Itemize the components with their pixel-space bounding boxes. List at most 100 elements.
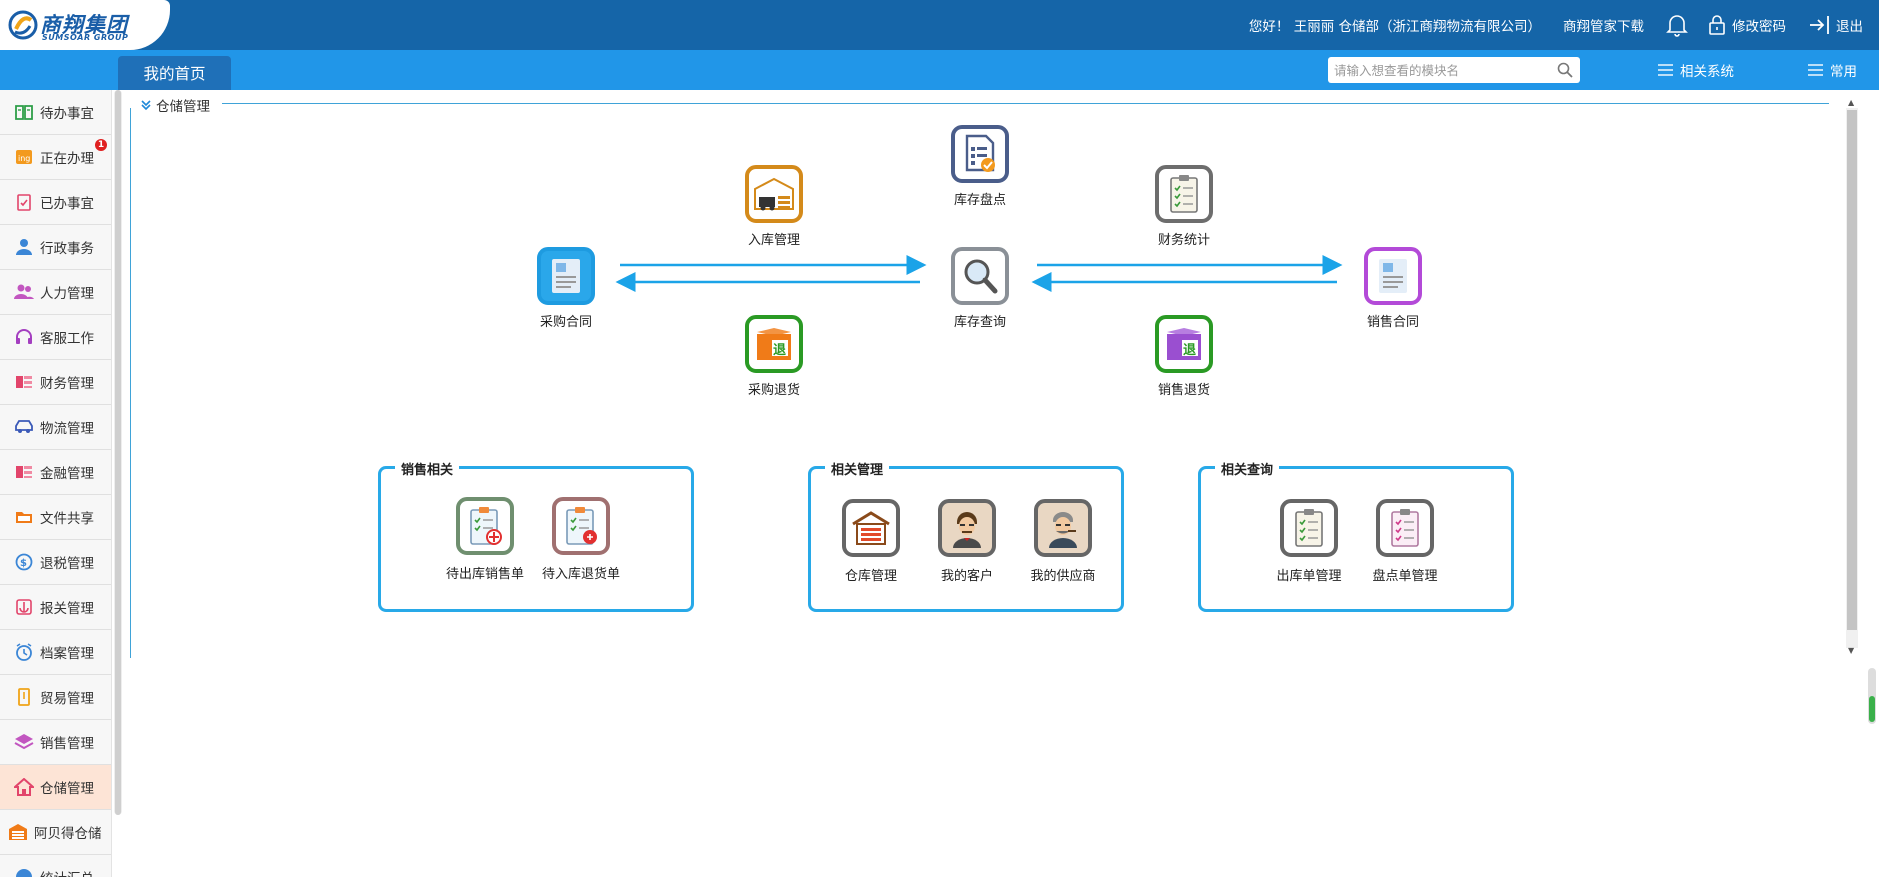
item-label: 仓库管理 [844,569,897,584]
top-header: 商翔集团 SUMSOAR GROUP 您好！ 王丽丽 仓储部（浙江商翔物流有限公… [0,0,1879,50]
item-label: 出库单管理 [1276,569,1342,584]
group-title: 相关管理 [825,459,890,478]
group-related-management: 相关管理 仓库管理 我的客户 我的供应商 [808,459,1124,612]
sidebar-item-todo[interactable]: 待办事宜 [0,90,111,135]
warehouse-building-icon [842,499,900,557]
node-inbound[interactable]: 入库管理 [724,165,824,248]
customer-avatar-icon [938,499,996,557]
supplier-avatar-icon [1034,499,1092,557]
section-divider [222,103,1829,104]
item-stocktake-order-management[interactable]: 盘点单管理 [1357,499,1453,584]
main-scrollbar[interactable]: ▲ ▼ [1846,98,1858,658]
section-border [130,108,131,658]
download-link[interactable]: 商翔管家下载 [1563,19,1644,35]
sidebar-scroll-thumb[interactable] [115,90,121,815]
sidebar-item-label: 人力管理 [40,286,94,302]
sidebar-item-abd-warehouse[interactable]: 阿贝得仓储 [0,810,111,855]
logout-link[interactable]: 退出 [1836,19,1863,35]
group-sales-related: 销售相关 待出库销售单 待入库退货单 [378,459,694,612]
magnifier-icon [951,247,1009,305]
sidebar-item-warehouse[interactable]: 仓储管理 [0,765,111,810]
section-header[interactable]: 仓储管理 [140,95,218,115]
sidebar-item-label: 财务管理 [40,376,94,392]
sidebar-item-label: 退税管理 [40,556,94,572]
item-label: 待出库销售单 [445,567,524,582]
node-label: 财务统计 [1157,233,1210,248]
bell-icon[interactable] [1666,13,1688,37]
return-box-icon: 退 [745,315,803,373]
return-char: 退 [773,343,786,358]
sidebar-item-file-share[interactable]: 文件共享 [0,495,111,540]
pie-icon [14,867,34,877]
related-systems-label: 相关系统 [1680,64,1734,80]
node-sales-return[interactable]: 退 销售退货 [1134,315,1234,398]
common-label: 常用 [1830,64,1857,80]
sidebar-item-label: 档案管理 [40,646,94,662]
sidebar-item-archive[interactable]: 档案管理 [0,630,111,675]
sidebar-item-tax-refund[interactable]: $ 退税管理 [0,540,111,585]
node-label: 入库管理 [747,233,800,248]
folder-icon [14,507,34,527]
order-list-icon [552,497,610,555]
sidebar-item-trade[interactable]: 贸易管理 [0,675,111,720]
sidebar-item-customs[interactable]: 报关管理 [0,585,111,630]
layers-icon [14,732,34,752]
node-label: 采购退货 [747,383,800,398]
sidebar-item-logistics[interactable]: 物流管理 [0,405,111,450]
sidebar-item-admin[interactable]: 行政事务 [0,225,111,270]
lock-icon [1708,14,1726,36]
headset-icon [14,327,34,347]
company-logo[interactable]: 商翔集团 SUMSOAR GROUP [0,0,170,50]
page-scroll-thumb[interactable] [1869,696,1875,722]
node-sales-contract[interactable]: 销售合同 [1343,247,1443,330]
node-stock-check[interactable]: 库存盘点 [930,125,1030,208]
house-icon [14,777,34,797]
node-finance-stats[interactable]: 财务统计 [1134,165,1234,248]
return-char: 退 [1183,343,1196,358]
section-title: 仓储管理 [156,99,210,115]
search-icon[interactable] [1557,62,1573,82]
sidebar-item-hr[interactable]: 人力管理 [0,270,111,315]
item-label: 盘点单管理 [1372,569,1438,584]
menu-icon [1808,64,1823,76]
common-button[interactable]: 常用 [1808,58,1857,82]
change-password-link[interactable]: 修改密码 [1732,19,1786,35]
scroll-down-icon[interactable]: ▼ [1848,646,1855,655]
group-title: 相关查询 [1215,459,1280,478]
truck-warehouse-icon [745,165,803,223]
item-outbound-order-management[interactable]: 出库单管理 [1261,499,1357,584]
logo-mark-icon [8,10,38,40]
tab-home[interactable]: 我的首页 [118,56,231,90]
sidebar-item-label: 待办事宜 [40,106,94,122]
sidebar-scrollbar[interactable] [114,90,122,815]
search-input[interactable] [1328,58,1548,82]
finance-icon [14,372,34,392]
node-purchase-return[interactable]: 退 采购退货 [724,315,824,398]
item-warehouse-management[interactable]: 仓库管理 [823,499,919,584]
node-purchase-contract[interactable]: 采购合同 [516,247,616,330]
checklist-icon [1376,499,1434,557]
page-scrollbar[interactable] [1868,668,1876,724]
sidebar-item-finance[interactable]: 财务管理 [0,360,111,405]
item-label: 我的供应商 [1030,569,1096,584]
sidebar-item-banking[interactable]: 金融管理 [0,450,111,495]
scroll-up-icon[interactable]: ▲ [1848,98,1855,107]
item-my-customers[interactable]: 我的客户 [919,499,1015,584]
item-pending-inbound-returns[interactable]: 待入库退货单 [533,497,629,582]
scroll-thumb[interactable] [1847,110,1857,630]
svg-text:$: $ [20,558,27,569]
item-pending-outbound-sales[interactable]: 待出库销售单 [437,497,533,582]
item-my-suppliers[interactable]: 我的供应商 [1015,499,1111,584]
sidebar-item-label: 行政事务 [40,241,94,257]
sidebar-item-sales[interactable]: 销售管理 [0,720,111,765]
book-icon [14,102,34,122]
node-stock-query[interactable]: 库存查询 [930,247,1030,330]
sidebar-item-statistics[interactable]: 统计汇总 [0,855,111,877]
svg-text:ing: ing [18,154,30,163]
node-label: 销售合同 [1366,315,1419,330]
sidebar-item-in-progress[interactable]: ing 正在办理 1 [0,135,111,180]
related-systems-button[interactable]: 相关系统 [1658,58,1734,82]
sidebar-item-customer-service[interactable]: 客服工作 [0,315,111,360]
sidebar-item-done[interactable]: 已办事宜 [0,180,111,225]
